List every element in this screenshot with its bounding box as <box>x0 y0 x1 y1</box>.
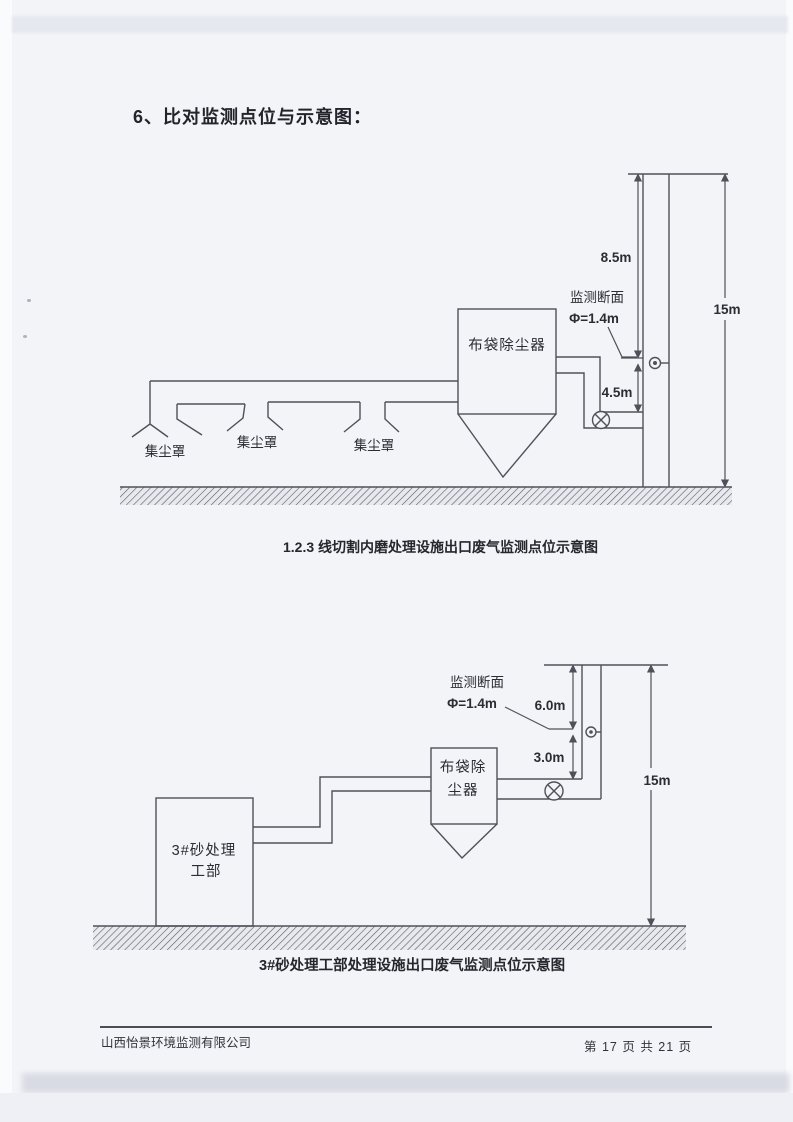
fan-icon <box>544 781 564 801</box>
workshop-label-line2: 工部 <box>191 863 222 880</box>
scan-band-bottom <box>22 1073 790 1093</box>
baghouse-label: 布袋除尘器 <box>468 337 546 354</box>
dim-upper-label: 6.0m <box>535 698 566 713</box>
dust-hood-3 <box>267 401 361 433</box>
hood-label-2: 集尘罩 <box>237 435 278 450</box>
hood-label-1: 集尘罩 <box>145 444 186 459</box>
diagram1-canvas: 8.5m 4.5m 15m 监测断面 Φ=1.4m 布袋除尘器 集尘罩 集尘罩 … <box>0 150 793 530</box>
baghouse-label-line1: 布袋除 <box>440 759 487 776</box>
workshop-box <box>155 797 254 927</box>
transfer-duct <box>253 776 431 844</box>
scan-edge-left <box>0 0 12 1093</box>
dust-hood-4 <box>384 401 458 433</box>
baghouse <box>457 308 557 479</box>
ground-hatch <box>120 486 732 505</box>
footer-divider <box>100 1026 712 1028</box>
scan-speck <box>27 299 31 302</box>
outlet-duct <box>556 356 643 429</box>
dust-hood-2 <box>176 403 246 436</box>
dim-total-label: 15m <box>713 302 740 317</box>
diagram2-caption: 3#砂处理工部处理设施出口废气监测点位示意图 <box>259 958 566 974</box>
footer-page-number: 第 17 页 共 21 页 <box>584 1040 693 1054</box>
scan-speck <box>23 335 27 338</box>
leader-line <box>504 706 550 730</box>
footer-company: 山西怡景环境监测有限公司 <box>101 1036 252 1050</box>
dim-total-label: 15m <box>643 773 670 788</box>
monitor-section-label: 监测断面 <box>450 675 504 690</box>
dimension-lines <box>621 173 730 488</box>
scan-background-bottom <box>0 1093 793 1122</box>
monitor-diameter-label: Φ=1.4m <box>447 696 497 711</box>
section-title: 6、比对监测点位与示意图： <box>133 107 373 127</box>
dim-lower-label: 3.0m <box>534 750 565 765</box>
diagram2-canvas: 监测断面 Φ=1.4m 6.0m 3.0m 15m 布袋除 尘器 3#砂处理 工… <box>0 650 793 970</box>
monitor-section-label: 监测断面 <box>570 290 624 305</box>
stack <box>628 173 728 487</box>
fan-icon <box>591 410 611 430</box>
sampling-port-icon <box>648 356 669 370</box>
monitor-diameter-label: Φ=1.4m <box>569 311 619 326</box>
dim-upper-label: 8.5m <box>601 250 632 265</box>
leader-line <box>607 326 637 358</box>
workshop-label-line1: 3#砂处理 <box>172 842 237 859</box>
hood-label-3: 集尘罩 <box>354 438 395 453</box>
dust-hood-1 <box>131 381 169 438</box>
baghouse <box>430 747 498 860</box>
baghouse-label-line2: 尘器 <box>448 782 479 799</box>
sampling-port-icon <box>585 726 601 738</box>
scan-edge-right <box>786 0 793 1093</box>
diagram1-caption: 1.2.3 线切割内磨处理设施出口废气监测点位示意图 <box>283 539 599 555</box>
ground-hatch <box>93 925 686 950</box>
dim-lower-label: 4.5m <box>602 385 633 400</box>
dimension-lines <box>549 664 656 927</box>
scan-band-top <box>12 16 788 33</box>
